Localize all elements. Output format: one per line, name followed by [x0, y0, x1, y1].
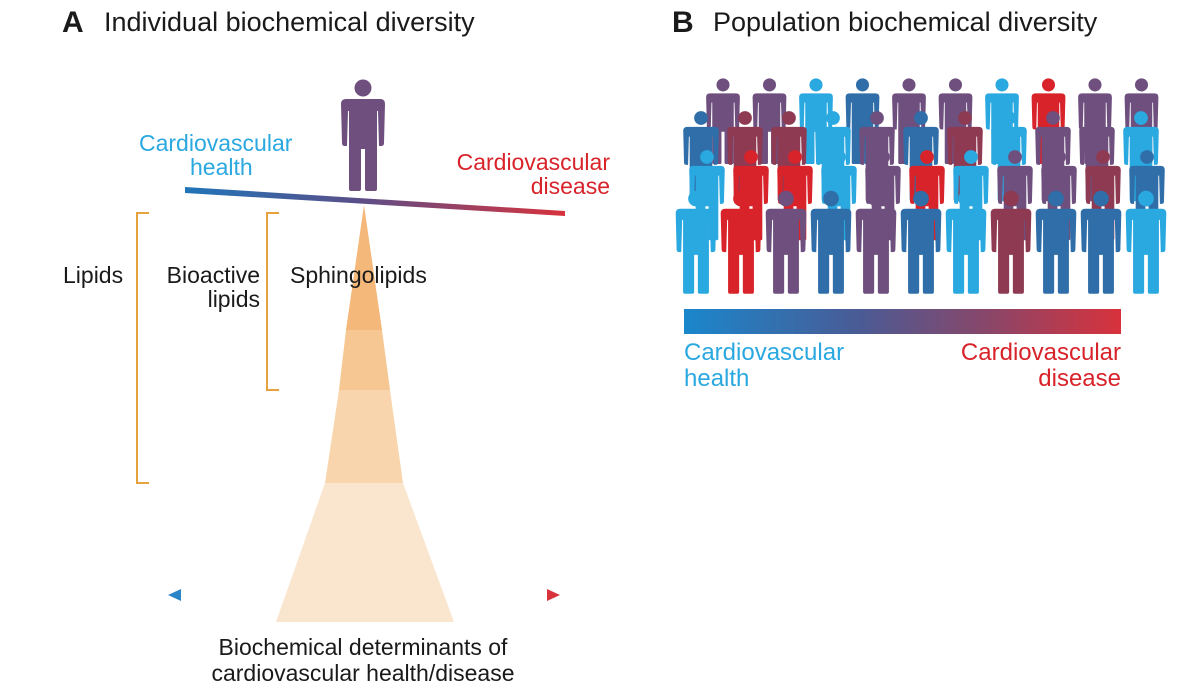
- crowd: [675, 78, 1167, 294]
- lipids-label: Lipids: [63, 262, 124, 288]
- a-health-label-line1: Cardiovascular: [139, 130, 293, 156]
- determinants-label: Biochemical determinants of cardiovascul…: [163, 634, 563, 686]
- crowd-person-icon: [1125, 190, 1167, 294]
- balance-beam: [185, 187, 565, 216]
- b-health-label-line2: health: [684, 365, 750, 392]
- bracket-bioactive-lipids: [266, 212, 279, 391]
- pyramid-tier-2: [339, 330, 390, 390]
- a-disease-label-line1: Cardiovascular: [456, 149, 610, 175]
- b-disease-label: Cardiovascular disease: [921, 340, 1121, 392]
- b-health-label: Cardiovascular health: [684, 340, 844, 392]
- pyramid-tier-sphingolipids: [346, 205, 382, 330]
- population-gradient-bar: [684, 309, 1121, 334]
- b-health-label-line1: Cardiovascular: [684, 339, 845, 366]
- bracket-lipids: [136, 212, 149, 484]
- a-health-label: Cardiovascular health: [139, 131, 292, 179]
- sphingolipids-label: Sphingolipids: [290, 262, 427, 288]
- bioactive-label-line1: Bioactive: [166, 262, 260, 288]
- arrowhead-left-icon: [168, 589, 181, 601]
- b-disease-label-line2: disease: [1038, 365, 1121, 392]
- a-health-label-line2: health: [190, 154, 253, 180]
- a-disease-label: Cardiovascular disease: [440, 150, 610, 198]
- a-disease-label-line2: disease: [530, 173, 610, 199]
- crowd-person-icon: [1080, 190, 1122, 294]
- pyramid-tier-lipids: [276, 483, 454, 622]
- determinants-label-line2: cardiovascular health/disease: [211, 660, 515, 686]
- panel-a-letter: A: [62, 6, 84, 39]
- bioactive-label-line2: lipids: [207, 286, 260, 312]
- panel-b-letter: B: [672, 6, 694, 39]
- pyramid: [276, 205, 454, 622]
- bioactive-lipids-label: Bioactive lipids: [156, 263, 260, 311]
- panel-b-title: Population biochemical diversity: [713, 7, 1098, 37]
- determinants-label-line1: Biochemical determinants of: [218, 634, 508, 660]
- panel-a-title: Individual biochemical diversity: [104, 7, 475, 37]
- arrowhead-right-icon: [547, 589, 560, 601]
- person-icon: [341, 79, 385, 191]
- b-disease-label-line1: Cardiovascular: [960, 339, 1121, 366]
- pyramid-tier-bioactive: [325, 390, 403, 483]
